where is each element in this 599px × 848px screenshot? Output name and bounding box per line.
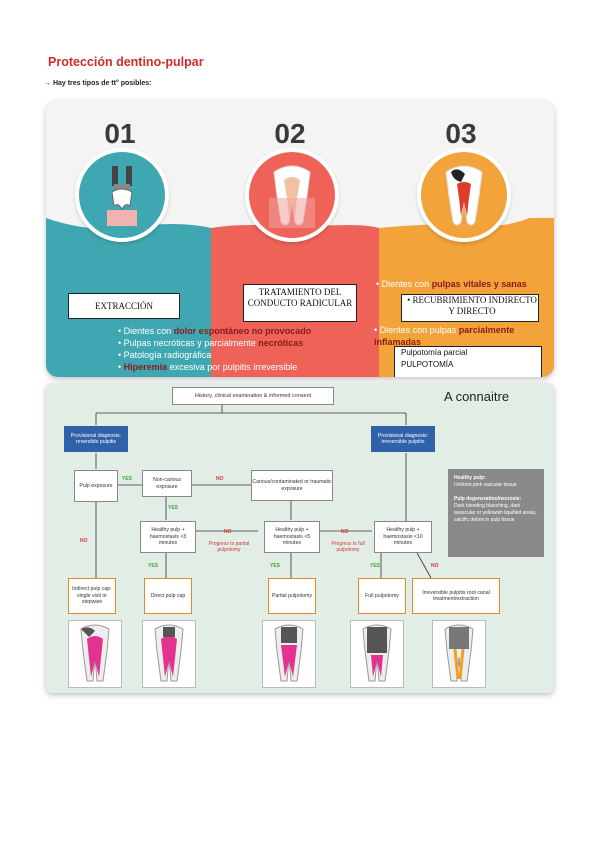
outcome-indirect-cap: Indirect pulp cap-single visit or stepwi… xyxy=(68,578,116,614)
no-label: NO xyxy=(80,538,88,544)
legend-degen-text: Dark bleeding blanching, dark avascular … xyxy=(454,503,537,523)
root-canal-tooth-icon xyxy=(245,148,339,242)
no-label: NO xyxy=(341,529,349,535)
outcome-direct-cap: Direct pulp cap xyxy=(144,578,192,614)
progress-full-label: Progress to full pulpotomy xyxy=(331,541,365,553)
healthy-3min-box: Healthy pulp + haemostasis <3 minutes xyxy=(140,521,196,553)
diagnosis-reversible-box: Provisional diagnosis: reversible pulpit… xyxy=(64,426,128,452)
indication-item: Dientes con dolor espontáneo no provocad… xyxy=(118,325,312,337)
page-subtitle: → Hay tres tipos de tt° posibles: xyxy=(44,80,152,87)
non-carious-box: Non-carious exposure xyxy=(142,470,192,497)
healthy-5min-box: Healthy pulp + haemostasis <5 minutes xyxy=(264,521,320,553)
pulpotomy-line-2: PULPOTOMÍA xyxy=(401,360,454,369)
outcome-root-canal: Irreversible pulpitis root canal treatme… xyxy=(412,578,500,614)
indication-item-inflamed: Dientes con pulpas parcialmente inflamad… xyxy=(374,324,549,348)
no-label: NO xyxy=(216,476,224,482)
cap-box: • RECUBRIMIENTO INDIRECTO Y DIRECTO xyxy=(401,294,539,322)
column-number-2: 02 xyxy=(274,118,306,149)
progress-partial-label: Progress to partial pulpotomy xyxy=(208,541,250,553)
history-box: History, clinical examination & informed… xyxy=(172,387,334,405)
annotation-a-connaitre: A connaitre xyxy=(444,389,510,404)
legend-degen-title: Pulp degeneration/necrosis: xyxy=(454,496,522,502)
yes-label: YES xyxy=(122,476,133,482)
pulpotomy-box: Pulpotomía parcial PULPOTOMÍA xyxy=(394,346,542,377)
indication-item: Pulpas necróticas y parcialmente necróti… xyxy=(118,337,311,349)
no-label: NO xyxy=(224,529,232,535)
extraction-icon xyxy=(75,148,169,242)
indication-item: Hiperemia excesiva por pulpitis irrevers… xyxy=(118,361,311,373)
legend-healthy-text: Uniform pink vascular tissue xyxy=(454,482,517,488)
healthy-10min-box: Healthy pulp + haemostasis <10 minutes xyxy=(374,521,432,553)
no-label: NO xyxy=(431,563,439,569)
yes-label: YES xyxy=(270,563,281,569)
extraction-box: EXTRACCIÓN xyxy=(68,293,180,319)
tooth-image-partial xyxy=(262,620,316,688)
tooth-image-direct xyxy=(142,620,196,688)
treatment-infographic: 01 02 03 EXTRACCIÓN TRATAMIENTO DEL COND… xyxy=(46,100,554,377)
indication-item-vital: Dientes con pulpas vitales y sanas xyxy=(376,278,527,290)
column-number-3: 03 xyxy=(445,118,477,149)
yes-label: YES xyxy=(370,563,381,569)
pulpotomy-line-1: Pulpotomía parcial xyxy=(401,348,468,357)
legend-box: Healthy pulp: Uniform pink vascular tiss… xyxy=(448,469,544,557)
tooth-image-full xyxy=(350,620,404,688)
tooth-image-root-canal xyxy=(432,620,486,688)
carious-box: Carious/contaminated or traumatic exposu… xyxy=(251,470,333,501)
yes-label: YES xyxy=(148,563,159,569)
root-canal-box: TRATAMIENTO DEL CONDUCTO RADICULAR xyxy=(243,284,357,322)
pulp-exposure-box: Pulp exposure xyxy=(74,470,118,502)
flowchart-panel: History, clinical examination & informed… xyxy=(46,383,554,693)
yes-label: YES xyxy=(168,505,179,511)
legend-healthy-title: Healthy pulp: xyxy=(454,475,486,481)
page-title: Protección dentino-pulpar xyxy=(48,55,204,69)
cap-box-label: RECUBRIMIENTO INDIRECTO Y DIRECTO xyxy=(412,295,537,316)
column-number-1: 01 xyxy=(104,118,136,149)
flowchart-connectors xyxy=(95,403,432,579)
diagnosis-irreversible-box: Provisional diagnosis: irreversible pulp… xyxy=(371,426,435,452)
outcome-full-pulpotomy: Full pulpotomy xyxy=(358,578,406,614)
carious-tooth-icon xyxy=(417,148,511,242)
indication-list-left: Dientes con dolor espontáneo no provocad… xyxy=(118,325,312,373)
outcome-partial-pulpotomy: Partial pulpotomy xyxy=(268,578,316,614)
tooth-image-indirect xyxy=(68,620,122,688)
indication-item: Patología radiográfica xyxy=(118,349,311,361)
